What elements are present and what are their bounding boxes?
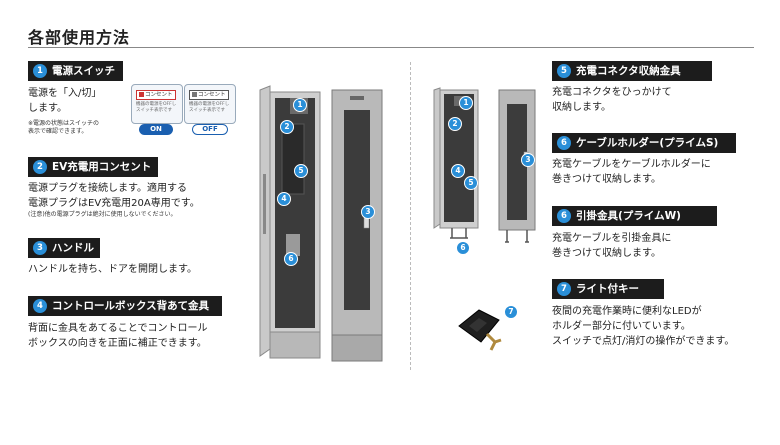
section-body-control-box-bracket: 背面に金具をあてることでコントロール ボックスの向きを正面に補正できます。 bbox=[28, 323, 208, 349]
switch-state-on: ON bbox=[139, 124, 173, 135]
section-header-hook-prime-w: 6 引掛金具(プライムW) bbox=[552, 206, 717, 226]
callout-badge: 5 bbox=[294, 164, 308, 178]
indicator-icon bbox=[139, 92, 144, 97]
section-body-ev-outlet: 電源プラグを接続します。適用する 電源プラグはEV充電用20A専用です。 bbox=[28, 183, 200, 209]
section-number-badge: 4 bbox=[33, 299, 47, 313]
section-header-cable-holder-prime-s: 6 ケーブルホルダー(プライムS) bbox=[552, 133, 736, 153]
callout-badge: 1 bbox=[293, 98, 307, 112]
section-number-badge: 6 bbox=[557, 136, 571, 150]
indicator-icon bbox=[192, 92, 197, 97]
section-header-ev-outlet: 2 EV充電用コンセント bbox=[28, 157, 158, 177]
switch-card-off: コンセント 機器の電源をOFFし スイッチ表示です bbox=[184, 84, 236, 124]
charger-cabinet-closed-illustration bbox=[331, 89, 383, 362]
switch-card-on: コンセント 機器の電源をOFFし スイッチ表示です bbox=[131, 84, 183, 124]
callout-badge: 3 bbox=[521, 153, 535, 167]
section-body-light-key: 夜間の充電作業時に便利なLEDが ホルダー部分に付いています。 スイッチで点灯/… bbox=[552, 306, 735, 347]
section-body-power-switch: 電源を「入/切」 します。 bbox=[28, 88, 102, 114]
switch-subtext: 機器の電源をOFFし スイッチ表示です bbox=[189, 102, 230, 113]
section-number-badge: 6 bbox=[557, 209, 571, 223]
switch-label: コンセント bbox=[189, 90, 229, 100]
section-number-badge: 5 bbox=[557, 64, 571, 78]
section-title: 引掛金具(プライムW) bbox=[576, 210, 681, 222]
section-number-badge: 7 bbox=[557, 282, 571, 296]
callout-badge: 2 bbox=[448, 117, 462, 131]
callout-badge: 6 bbox=[284, 252, 298, 266]
title-divider bbox=[28, 47, 754, 48]
section-header-power-switch: 1 電源スイッチ bbox=[28, 61, 123, 81]
section-title: ライト付キー bbox=[576, 283, 639, 295]
column-divider bbox=[410, 62, 411, 370]
section-header-connector-holder: 5 充電コネクタ収納金具 bbox=[552, 61, 712, 81]
switch-label: コンセント bbox=[136, 90, 176, 100]
section-title: ハンドル bbox=[52, 242, 94, 254]
section-body-hook-prime-w: 充電ケーブルを引掛金具に 巻きつけて収納します。 bbox=[552, 233, 672, 259]
section-title: ケーブルホルダー(プライムS) bbox=[576, 137, 719, 149]
page-title: 各部使用方法 bbox=[28, 28, 131, 47]
charger-cabinet-open-small-illustration bbox=[433, 87, 479, 239]
section-body-cable-holder-prime-s: 充電ケーブルをケーブルホルダーに 巻きつけて収納します。 bbox=[552, 159, 711, 185]
section-title: コントロールボックス背あて金具 bbox=[52, 300, 209, 312]
section-title: EV充電用コンセント bbox=[52, 161, 152, 173]
section-body-connector-holder: 充電コネクタをひっかけて 収納します。 bbox=[552, 87, 672, 113]
section-number-badge: 2 bbox=[33, 160, 47, 174]
section-note-power-switch: ※電源の状態はスイッチの 表示で確認できます。 bbox=[28, 120, 100, 135]
callout-badge: 2 bbox=[280, 120, 294, 134]
light-key-illustration bbox=[458, 309, 502, 351]
section-number-badge: 1 bbox=[33, 64, 47, 78]
section-note-ev-outlet: (注意)他の電源プラグは絶対に使用しないでください。 bbox=[28, 211, 177, 218]
section-title: 充電コネクタ収納金具 bbox=[576, 65, 681, 77]
section-header-control-box-bracket: 4 コントロールボックス背あて金具 bbox=[28, 296, 222, 316]
callout-badge: 4 bbox=[451, 164, 465, 178]
section-header-handle: 3 ハンドル bbox=[28, 238, 100, 258]
section-title: 電源スイッチ bbox=[52, 65, 115, 77]
callout-badge: 6 bbox=[456, 241, 470, 255]
callout-badge: 3 bbox=[361, 205, 375, 219]
section-body-handle: ハンドルを持ち、ドアを開閉します。 bbox=[28, 264, 197, 275]
charger-cabinet-closed-small-illustration bbox=[498, 89, 536, 243]
callout-badge: 5 bbox=[464, 176, 478, 190]
callout-badge: 4 bbox=[277, 192, 291, 206]
section-number-badge: 3 bbox=[33, 241, 47, 255]
callout-badge: 1 bbox=[459, 96, 473, 110]
switch-state-off: OFF bbox=[192, 124, 228, 135]
callout-badge: 7 bbox=[504, 305, 518, 319]
section-header-light-key: 7 ライト付キー bbox=[552, 279, 664, 299]
switch-subtext: 機器の電源をOFFし スイッチ表示です bbox=[136, 102, 177, 113]
